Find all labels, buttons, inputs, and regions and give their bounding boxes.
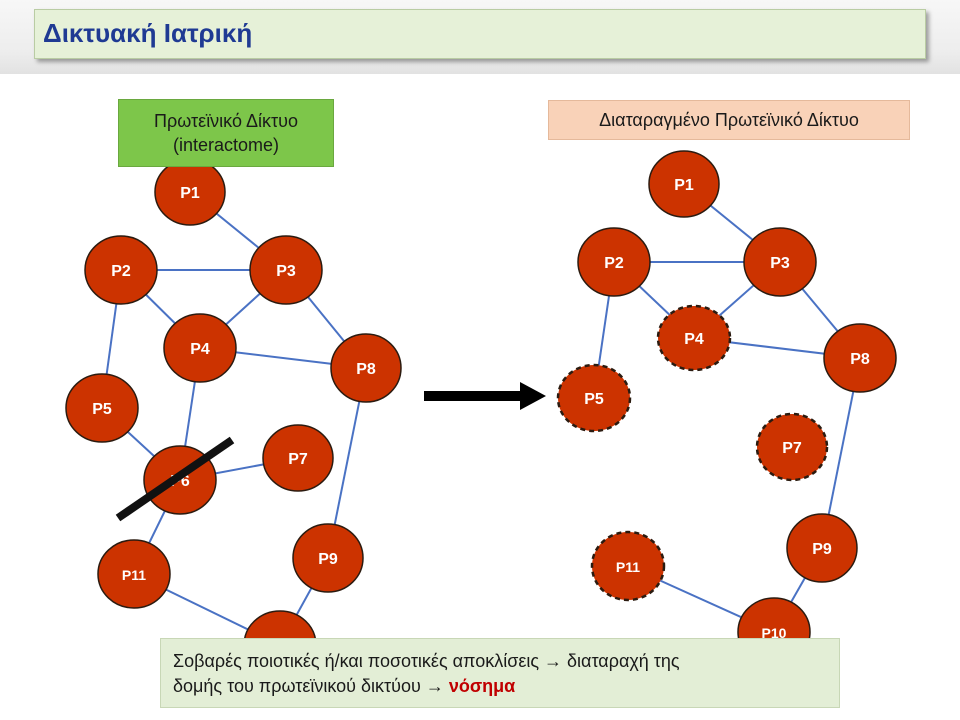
left-node-p11-circle — [97, 539, 171, 609]
right-node-p7: P7 — [755, 412, 829, 482]
arrow-head — [520, 382, 546, 410]
protein-network-label: Πρωτεϊνικό Δίκτυο (interactome) — [118, 99, 334, 167]
left-node-p2: P2 — [84, 235, 158, 305]
right-node-p8-circle — [823, 323, 897, 393]
right-node-p1: P1 — [648, 150, 720, 218]
left-node-p9: P9 — [292, 523, 364, 593]
caption-box: Σοβαρές ποιοτικές ή/και ποσοτικές αποκλί… — [160, 638, 840, 708]
arrow-shaft — [424, 391, 522, 401]
left-node-p11: P11 — [97, 539, 171, 609]
right-node-p5-label: P5 — [584, 391, 604, 408]
right-node-p5-circle — [556, 363, 632, 433]
right-node-p7-circle — [755, 412, 829, 482]
right-node-p10-label: P10 — [762, 625, 787, 641]
left-node-p3-label: P3 — [276, 263, 296, 280]
left-node-p2-label: P2 — [111, 263, 131, 280]
left-node-p2-circle — [84, 235, 158, 305]
left-node-p3-circle — [249, 235, 323, 305]
right-node-p8-label: P8 — [850, 351, 870, 368]
left-node-p5-circle — [65, 373, 139, 443]
right-node-p2-circle — [577, 227, 651, 297]
caption-line1: Σοβαρές ποιοτικές ή/και ποσοτικές αποκλί… — [173, 651, 680, 671]
left-node-p7-label: P7 — [288, 451, 308, 468]
transition-arrow — [424, 382, 546, 410]
title-banner: Δικτυακή Ιατρική — [34, 9, 926, 59]
right-node-p5: P5 — [556, 363, 632, 433]
page-title: Δικτυακή Ιατρική — [43, 18, 253, 48]
left-node-p5: P5 — [65, 373, 139, 443]
right-node-p3: P3 — [743, 227, 817, 297]
caption-disease-word: νόσημα — [448, 676, 516, 696]
caption-line2-text: δομής του πρωτεϊνικού δικτύου → — [173, 676, 449, 696]
disrupted-network-label: Διαταραγμένο Πρωτεϊνικό Δίκτυο — [548, 100, 910, 140]
right-node-p3-label: P3 — [770, 255, 790, 272]
left-node-p7-circle — [262, 424, 334, 492]
right-node-p11-label: P11 — [616, 559, 640, 575]
left-node-p1-label: P1 — [180, 185, 200, 202]
right-node-p7-label: P7 — [782, 440, 802, 457]
left-node-p9-label: P9 — [318, 551, 338, 568]
left-node-p8: P8 — [330, 333, 402, 403]
knockout-strike-line — [115, 436, 235, 522]
left-node-p9-circle — [292, 523, 364, 593]
left-node-p8-circle — [330, 333, 402, 403]
protein-network-label-line1: Πρωτεϊνικό Δίκτυο — [154, 111, 298, 131]
right-node-p1-circle — [648, 150, 720, 218]
left-node-p11-label: P11 — [122, 567, 146, 583]
left-node-p3: P3 — [249, 235, 323, 305]
left-node-p1: P1 — [154, 158, 226, 226]
right-node-p9-circle — [786, 513, 858, 583]
right-node-p2: P2 — [577, 227, 651, 297]
right-node-p4-circle — [656, 304, 732, 372]
left-node-p5-label: P5 — [92, 401, 112, 418]
left-node-p8-label: P8 — [356, 361, 376, 378]
left-node-p4-label: P4 — [190, 341, 210, 358]
right-node-p2-label: P2 — [604, 255, 624, 272]
right-node-p8: P8 — [823, 323, 897, 393]
left-network-nodes: P1P2P3P4P5P6P7P8P9P10P11 — [65, 158, 402, 680]
right-node-p3-circle — [743, 227, 817, 297]
right-node-p11: P11 — [590, 530, 666, 602]
left-node-p4: P4 — [163, 313, 237, 383]
right-node-p4-label: P4 — [684, 331, 704, 348]
protein-network-label-line2: (interactome) — [172, 135, 280, 155]
right-node-p4: P4 — [656, 304, 732, 372]
right-node-p11-circle — [590, 530, 666, 602]
right-node-p9: P9 — [786, 513, 858, 583]
right-node-p1-label: P1 — [674, 177, 694, 194]
caption-line2: δομής του πρωτεϊνικού δικτύου → νόσημα — [173, 674, 827, 699]
left-node-p4-circle — [163, 313, 237, 383]
right-node-p9-label: P9 — [812, 541, 832, 558]
left-node-p7: P7 — [262, 424, 334, 492]
